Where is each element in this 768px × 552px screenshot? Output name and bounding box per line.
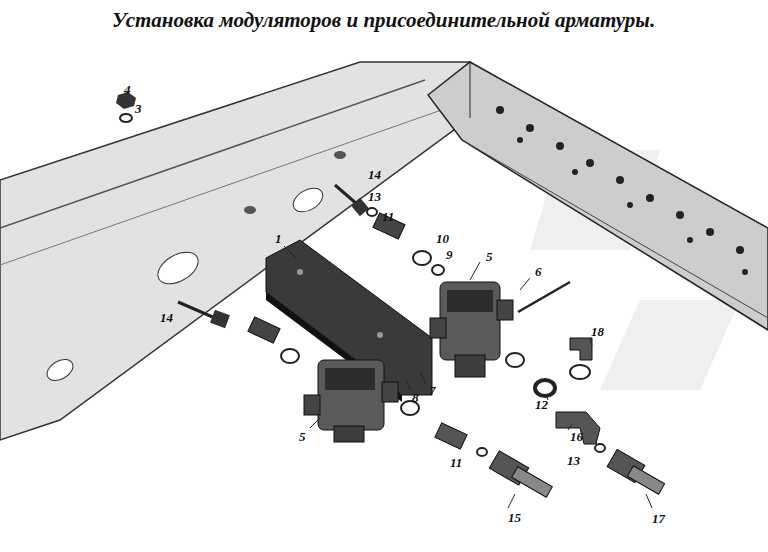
- callout-number: 11: [380, 209, 396, 224]
- callout-number: 6: [533, 264, 544, 279]
- elbow-fitting: [556, 412, 600, 444]
- callout-number: 8: [410, 390, 421, 405]
- callout-number: 13: [366, 189, 383, 204]
- callout-number: 15: [506, 510, 523, 525]
- diagram-title: Установка модуляторов и присоединительно…: [112, 8, 655, 33]
- callout-number: 3: [133, 101, 144, 116]
- callout-number: 11: [448, 455, 464, 470]
- callout-number: 1: [273, 231, 284, 246]
- elbow-fitting: [570, 338, 592, 360]
- callout-number: 10: [434, 231, 451, 246]
- fitting: [248, 213, 467, 449]
- callout-number: 13: [565, 453, 582, 468]
- callout-number: 16: [568, 429, 585, 444]
- sealing-ring: [120, 114, 605, 456]
- callout-number: 12: [533, 397, 550, 412]
- bolt: [178, 185, 369, 328]
- hose-fitting: [489, 451, 552, 497]
- leader-line: [284, 246, 652, 508]
- modulator: [304, 360, 398, 442]
- modulator: [430, 282, 513, 377]
- callout-number: 14: [366, 167, 383, 182]
- bracket: [266, 240, 432, 402]
- bolt: [518, 282, 570, 312]
- hose-fitting: [607, 449, 664, 494]
- callout-number: 14: [158, 310, 175, 325]
- callout-number: 17: [650, 511, 667, 526]
- callout-number: 18: [589, 324, 606, 339]
- callout-number: 4: [122, 82, 133, 97]
- frame-rail: [0, 62, 470, 440]
- callout-number: 9: [444, 247, 455, 262]
- callout-number: 5: [297, 429, 308, 444]
- callout-number: 7: [427, 383, 438, 398]
- callout-number: 5: [484, 249, 495, 264]
